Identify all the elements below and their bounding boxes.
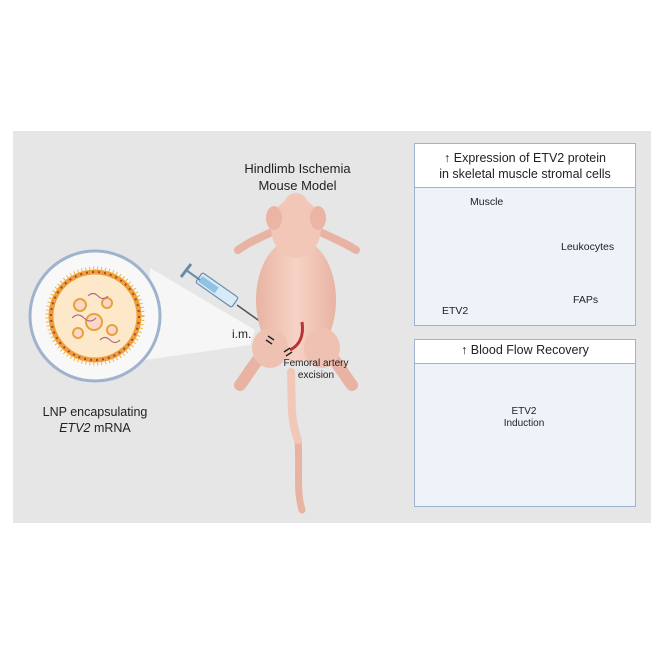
- induction-label-line1: ETV2: [511, 406, 537, 417]
- lnp-caption-line2: ETV2 mRNA: [30, 420, 160, 436]
- leukocytes-label: Leukocytes: [561, 241, 615, 253]
- femoral-artery-marker: [265, 321, 304, 357]
- model-title-line1: Hindlimb Ischemia: [244, 161, 351, 176]
- magnification-cone: [145, 268, 255, 360]
- muscle-label: Muscle: [470, 196, 504, 208]
- expression-title-line1: ↑ Expression of ETV2 protein: [444, 151, 606, 165]
- expression-panel-header: [415, 144, 635, 188]
- surgery-label: Femoral artery excision: [272, 358, 360, 382]
- lnp-caption: LNP encapsulating ETV2 mRNA: [30, 404, 160, 436]
- mouse-illustration: [234, 193, 360, 514]
- model-title: Hindlimb Ischemia Mouse Model: [225, 160, 370, 194]
- model-title-line2: Mouse Model: [258, 178, 337, 193]
- expression-panel-title: ↑ Expression of ETV2 protein in skeletal…: [414, 150, 636, 182]
- injection-route-label: i.m.: [232, 327, 252, 341]
- blood-flow-panel-header: [415, 340, 635, 364]
- lnp-gene-name: ETV2: [59, 421, 91, 435]
- lnp-caption-rest: mRNA: [90, 421, 131, 435]
- blood-flow-panel: [414, 339, 636, 507]
- expression-title-line2: in skeletal muscle stromal cells: [439, 167, 611, 181]
- expression-panel: [414, 143, 636, 326]
- blood-flow-panel-title: ↑ Blood Flow Recovery: [461, 343, 589, 357]
- surgery-label-line2: excision: [297, 370, 335, 381]
- induction-label-line2: Induction: [503, 418, 545, 429]
- induction-label: ETV2 Induction: [494, 406, 554, 430]
- lnp-caption-line1: LNP encapsulating: [42, 405, 148, 419]
- faps-label: FAPs: [573, 294, 599, 306]
- surgery-label-line1: Femoral artery: [283, 358, 349, 369]
- lnp-nanoparticle-illustration: [28, 249, 162, 383]
- etv2-legend-label: ETV2: [442, 305, 469, 317]
